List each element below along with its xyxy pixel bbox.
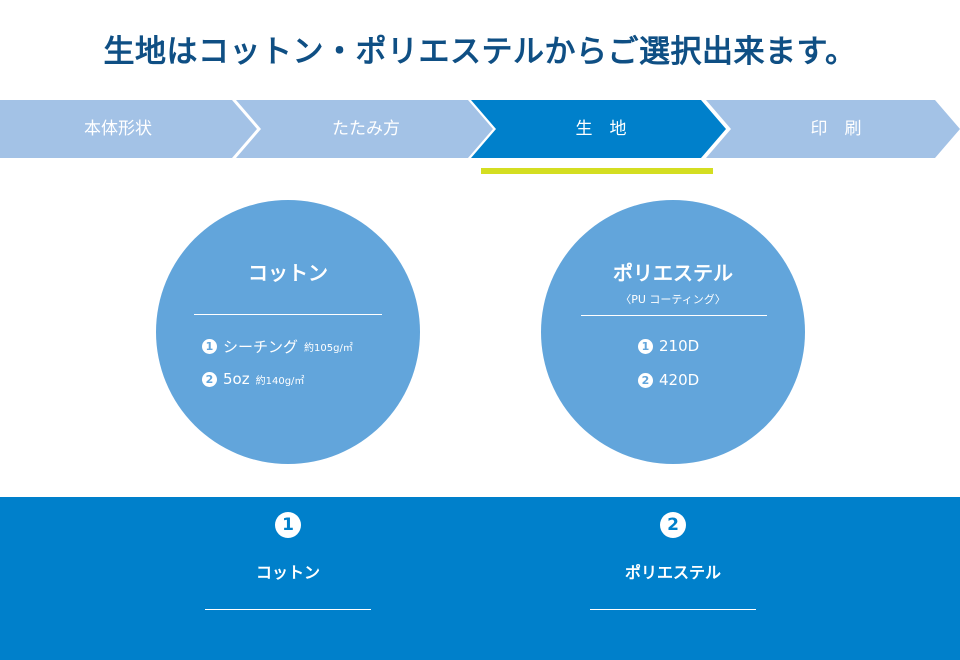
active-step-underline bbox=[481, 168, 713, 174]
cotton-choice-label[interactable]: コットン bbox=[255, 563, 320, 582]
polyester-divider bbox=[581, 315, 767, 316]
cotton-circle: コットン 1 シーチング 約105g/㎡ 2 5oz 約140g/㎡ bbox=[156, 200, 420, 464]
fabric-selection-band: 1 コットン 2 ポリエステル bbox=[0, 497, 960, 660]
cotton-option-2: 2 5oz 約140g/㎡ bbox=[202, 370, 304, 388]
cotton-option-1-weight: 約105g/㎡ bbox=[304, 343, 353, 354]
polyester-choice-divider bbox=[590, 609, 756, 610]
step-navigation: 本体形状 たたみ方 生 地 印 刷 bbox=[0, 100, 960, 158]
cotton-divider bbox=[194, 314, 382, 315]
step-arrows bbox=[0, 100, 960, 158]
step-arrow-4[interactable] bbox=[706, 100, 960, 158]
number-2-icon: 2 bbox=[660, 512, 686, 538]
step-arrow-3[interactable] bbox=[471, 100, 726, 158]
number-1-icon: 1 bbox=[275, 512, 301, 538]
page-headline: 生地はコットン・ポリエステルからご選択出来ます。 bbox=[103, 34, 857, 70]
polyester-option-1: 1 210D bbox=[638, 337, 699, 355]
cotton-choice-divider bbox=[205, 609, 371, 610]
polyester-option-1-name: 210D bbox=[659, 337, 700, 355]
step-label-body-shape: 本体形状 bbox=[84, 119, 152, 139]
polyester-circle: ポリエステル 〈PU コーティング〉 1 210D 2 420D bbox=[541, 200, 805, 464]
cotton-option-2-weight: 約140g/㎡ bbox=[255, 375, 305, 387]
step-arrow-2[interactable] bbox=[236, 100, 493, 158]
number-1-icon: 1 bbox=[638, 338, 653, 354]
polyester-title: ポリエステル bbox=[613, 261, 733, 285]
number-2-icon: 2 bbox=[638, 372, 653, 388]
cotton-option-1: 1 シーチング 約105g/㎡ bbox=[202, 336, 353, 357]
cotton-option-2-name: 5oz bbox=[223, 370, 250, 388]
number-2-icon: 2 bbox=[202, 371, 217, 387]
polyester-choice-label[interactable]: ポリエステル bbox=[624, 563, 721, 582]
cotton-option-1-name: シーチング bbox=[223, 338, 299, 356]
polyester-option-2: 2 420D bbox=[638, 371, 699, 389]
step-arrow-1[interactable] bbox=[0, 100, 257, 158]
step-label-printing: 印 刷 bbox=[810, 119, 862, 139]
polyester-option-2-name: 420D bbox=[659, 371, 700, 389]
cotton-title: コットン bbox=[248, 261, 328, 285]
polyester-subtitle: 〈PU コーティング〉 bbox=[620, 293, 726, 306]
step-label-fabric: 生 地 bbox=[575, 119, 627, 139]
step-label-folding: たたみ方 bbox=[332, 119, 400, 139]
number-1-icon: 1 bbox=[202, 339, 217, 354]
